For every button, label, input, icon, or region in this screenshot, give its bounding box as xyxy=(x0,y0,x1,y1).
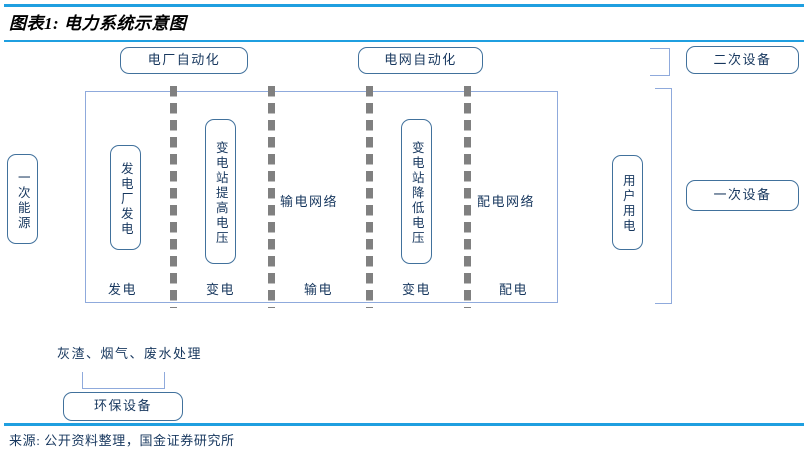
box-power-generation-label: 发电厂发电 xyxy=(118,161,133,237)
box-grid-automation-label: 电网自动化 xyxy=(384,52,457,68)
label-waste-treatment: 灰渣、烟气、废水处理 xyxy=(57,346,203,361)
bracket-primary-equipment xyxy=(655,88,672,304)
page-title: 图表1: 电力系统示意图 xyxy=(9,14,187,33)
box-environmental-equipment[interactable]: 环保设备 xyxy=(63,392,183,421)
box-user-consumption[interactable]: 用户用电 xyxy=(612,155,643,250)
bracket-environmental-equipment xyxy=(82,372,165,389)
box-plant-automation[interactable]: 电厂自动化 xyxy=(120,47,248,74)
header-rule-lower xyxy=(4,40,804,42)
footer-rule xyxy=(4,423,804,426)
caption-step-down: 变电 xyxy=(402,282,432,297)
header-rule-upper xyxy=(4,4,804,7)
bracket-secondary-equipment xyxy=(650,48,670,76)
box-power-generation[interactable]: 发电厂发电 xyxy=(110,145,141,250)
caption-distribution: 配电 xyxy=(499,282,529,297)
box-primary-energy[interactable]: 一次能源 xyxy=(7,154,38,244)
box-plant-automation-label: 电厂自动化 xyxy=(147,52,221,68)
box-user-consumption-label: 用户用电 xyxy=(620,174,635,234)
stage-divider-4 xyxy=(464,86,471,308)
box-environmental-equipment-label: 环保设备 xyxy=(93,398,152,414)
label-transmission-network: 输电网络 xyxy=(280,194,339,209)
box-substation-step-up[interactable]: 变电站提高电压 xyxy=(205,119,236,264)
stage-divider-3 xyxy=(366,86,373,308)
stage-divider-1 xyxy=(170,86,177,308)
box-secondary-equipment[interactable]: 二次设备 xyxy=(686,46,799,74)
power-system-outline xyxy=(85,91,558,303)
box-grid-automation[interactable]: 电网自动化 xyxy=(358,47,483,74)
box-substation-step-up-label: 变电站提高电压 xyxy=(213,140,228,246)
source-note: 来源: 公开资料整理，国金证券研究所 xyxy=(9,433,235,448)
box-primary-equipment[interactable]: 一次设备 xyxy=(686,180,799,211)
box-primary-energy-label: 一次能源 xyxy=(15,170,30,231)
stage-divider-2 xyxy=(268,86,275,308)
box-substation-step-down-label: 变电站降低电压 xyxy=(409,140,424,246)
caption-step-up: 变电 xyxy=(206,282,236,297)
box-secondary-equipment-label: 二次设备 xyxy=(713,51,772,67)
label-distribution-network: 配电网络 xyxy=(477,194,536,209)
box-substation-step-down[interactable]: 变电站降低电压 xyxy=(401,119,432,264)
box-primary-equipment-label: 一次设备 xyxy=(713,187,772,203)
caption-transmission: 输电 xyxy=(304,282,334,297)
caption-generation: 发电 xyxy=(108,282,138,297)
